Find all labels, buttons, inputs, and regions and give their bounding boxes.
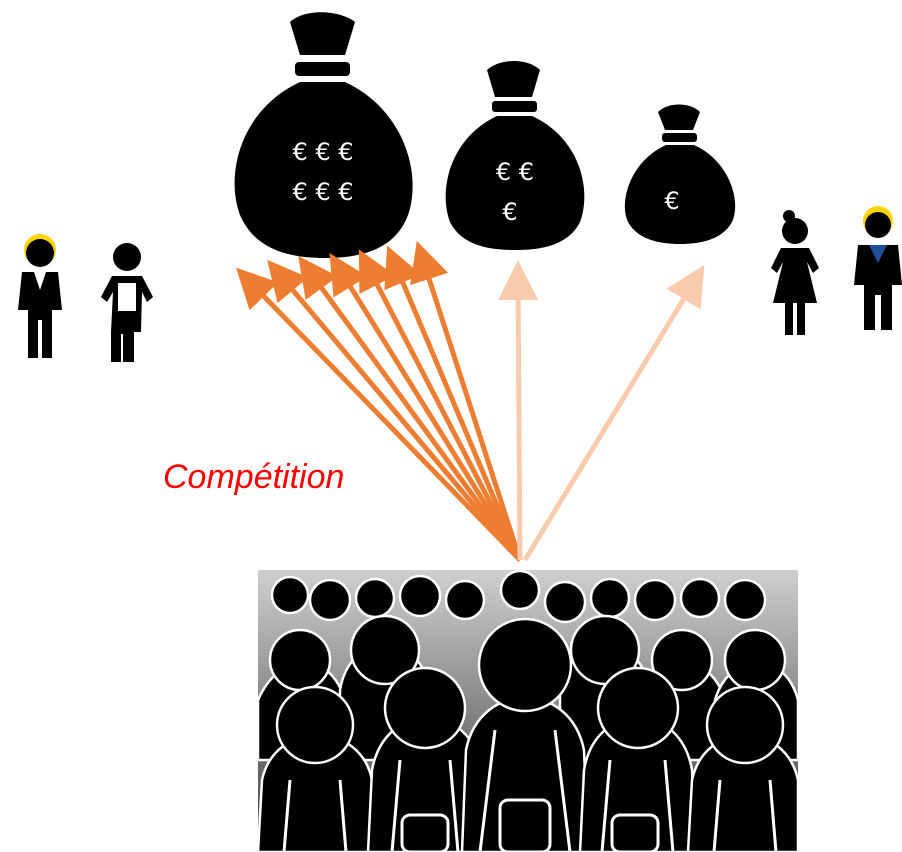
arrow-light-to-medium-bag bbox=[498, 260, 539, 561]
arrow-strong bbox=[298, 255, 523, 562]
money-bag-large-line-2: € € € bbox=[292, 178, 353, 206]
arrow-strong bbox=[384, 245, 523, 561]
competition-label: Compétition bbox=[163, 458, 344, 496]
arrow-strong bbox=[358, 249, 523, 562]
arrow-strong bbox=[329, 253, 523, 562]
man-in-suit-icon bbox=[18, 234, 62, 358]
arrow-light-to-small-bag bbox=[522, 264, 705, 562]
money-bag-medium-icon: € € € bbox=[445, 61, 585, 250]
money-bag-medium-line-2: € bbox=[502, 198, 517, 226]
crowd-of-students-icon bbox=[256, 569, 800, 852]
woman-in-dress-icon bbox=[771, 210, 819, 335]
money-bag-medium-line-1: € € bbox=[496, 158, 534, 186]
arrows-to-large-bag bbox=[236, 240, 523, 562]
arrows-to-other-bags bbox=[498, 260, 705, 562]
man-in-suit-icon bbox=[854, 206, 902, 330]
money-bag-small-icon: € bbox=[624, 104, 736, 244]
money-bag-small-line-1: € bbox=[664, 187, 679, 215]
arrow-strong bbox=[236, 267, 522, 562]
person-with-backpack-icon bbox=[101, 243, 153, 362]
arrow-strong bbox=[267, 259, 522, 562]
money-bag-large-line-1: € € € bbox=[292, 138, 353, 166]
money-bag-large-icon: € € € € € € bbox=[234, 12, 413, 258]
arrow-strong bbox=[410, 240, 523, 561]
